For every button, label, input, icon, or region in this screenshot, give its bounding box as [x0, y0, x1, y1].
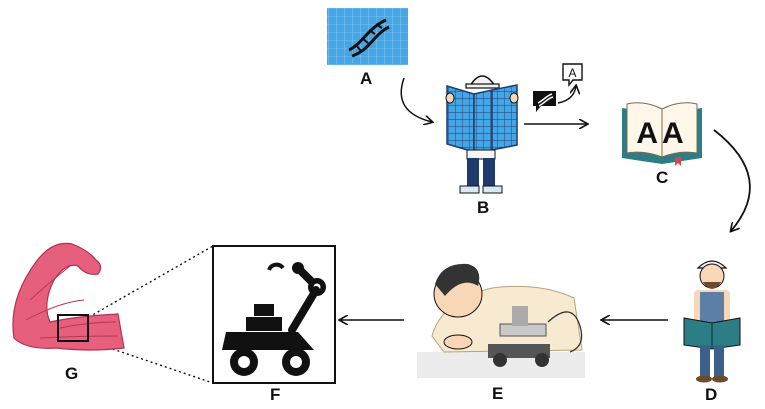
node-label-b: B — [477, 198, 490, 217]
person-assembling-machine-icon — [417, 263, 585, 378]
node-label-d: D — [705, 385, 718, 404]
edge-a-to-b — [400, 77, 432, 122]
worker-reading-manual-icon — [683, 260, 741, 383]
engineer-reading-blueprint-icon — [445, 75, 519, 194]
edge-c-to-d — [713, 129, 751, 231]
node-label-e: E — [492, 384, 504, 403]
open-book-icon — [622, 102, 702, 166]
node-label-a: A — [360, 69, 373, 88]
translation-letter: A — [568, 66, 576, 80]
zoom-line-top — [88, 245, 214, 318]
book-letters: AA — [636, 117, 687, 150]
node-label-c: C — [656, 168, 669, 187]
translation-icon — [533, 63, 583, 112]
dna-blueprint-icon — [327, 8, 408, 65]
flexed-arm-muscle-icon — [12, 242, 125, 351]
node-label-g: G — [65, 364, 79, 383]
node-label-f: F — [270, 385, 281, 404]
robot-rover-arm-icon — [212, 245, 336, 384]
